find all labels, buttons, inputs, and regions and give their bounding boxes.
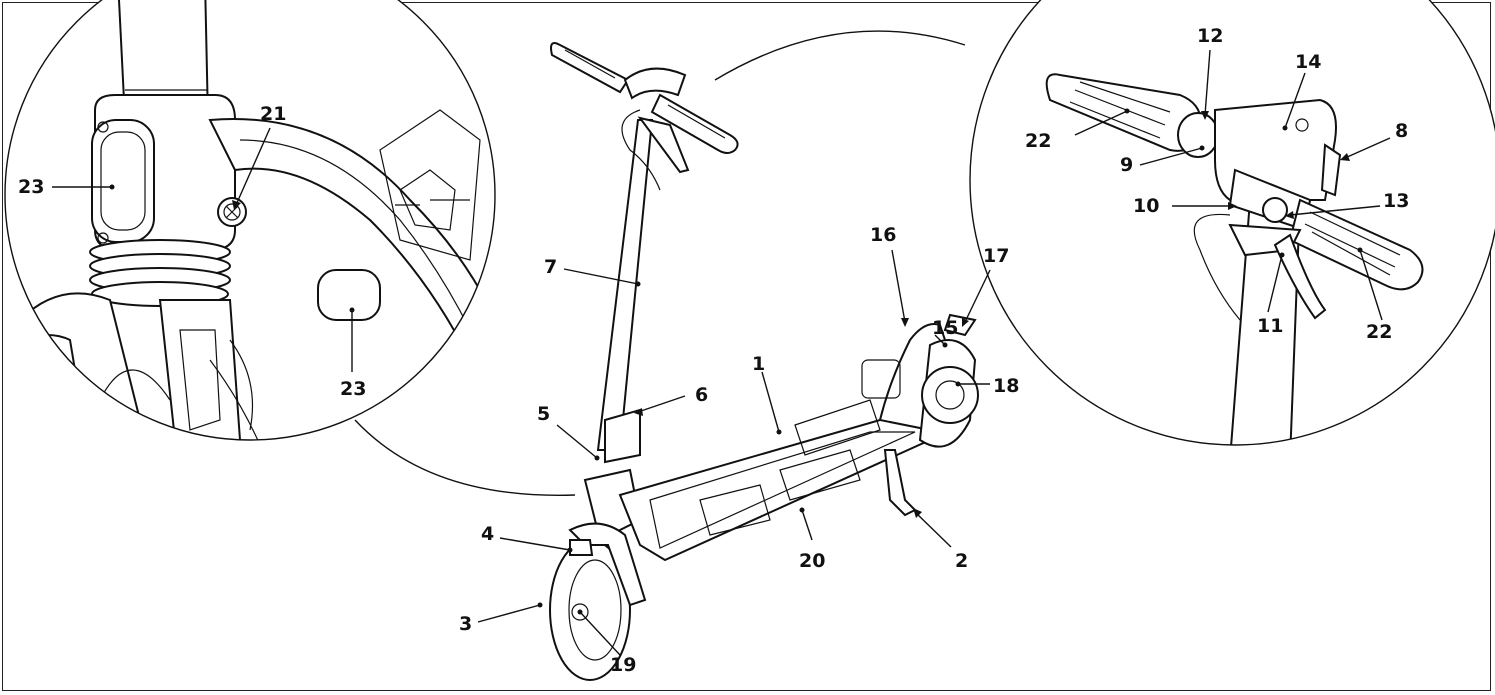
callout-23-right: 23 (340, 378, 366, 400)
callout-23-left: 23 (18, 176, 44, 198)
callout-4: 4 (481, 523, 494, 545)
left-detail-view (4, 0, 496, 441)
callout-14: 14 (1295, 51, 1321, 73)
callout-15: 15 (932, 317, 958, 339)
callout-labels: 1 2 3 4 5 6 7 8 9 10 11 12 13 14 15 16 1… (18, 25, 1409, 676)
callout-22-left: 22 (1025, 130, 1051, 152)
callout-19: 19 (610, 654, 636, 676)
callout-12: 12 (1197, 25, 1223, 47)
callout-5: 5 (537, 403, 550, 425)
right-detail-view (969, 0, 1495, 446)
callout-6: 6 (695, 384, 708, 406)
left-connector-arc (354, 419, 576, 496)
callout-1: 1 (752, 353, 765, 375)
callout-7: 7 (544, 256, 557, 278)
right-connector-arc (714, 30, 966, 81)
leader-lines (52, 49, 1391, 656)
callout-2: 2 (955, 550, 968, 572)
callout-3: 3 (459, 613, 472, 635)
callout-17: 17 (983, 245, 1009, 267)
callout-22-right: 22 (1366, 321, 1392, 343)
callout-10: 10 (1133, 195, 1159, 217)
callout-16: 16 (870, 224, 896, 246)
callout-11: 11 (1257, 315, 1283, 337)
callout-20: 20 (799, 550, 825, 572)
callout-8: 8 (1395, 120, 1408, 142)
callout-9: 9 (1120, 154, 1133, 176)
callout-21: 21 (260, 103, 286, 125)
callout-13: 13 (1383, 190, 1409, 212)
callout-18: 18 (993, 375, 1019, 397)
